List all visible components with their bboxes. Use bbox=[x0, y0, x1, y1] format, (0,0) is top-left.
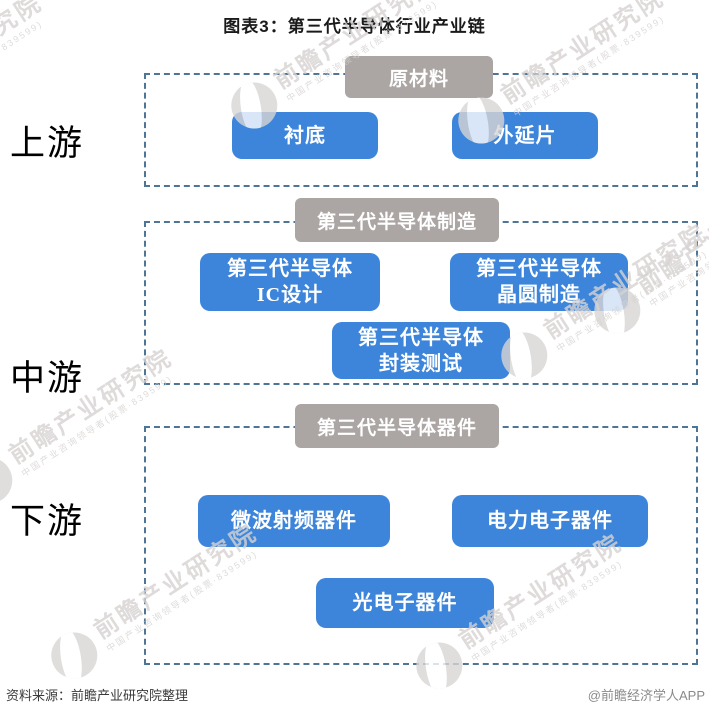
process-box-optoelectronics: 光电子器件 bbox=[316, 578, 494, 628]
process-box-microwave-rf: 微波射频器件 bbox=[198, 495, 390, 547]
process-box-substrate: 衬底 bbox=[232, 112, 378, 159]
section-header-manufacturing: 第三代半导体制造 bbox=[295, 198, 499, 242]
section-header-raw-materials: 原材料 bbox=[345, 56, 493, 98]
process-box-epitaxial-wafer: 外延片 bbox=[452, 112, 598, 159]
process-box-wafer-fab: 第三代半导体 晶圆制造 bbox=[450, 253, 628, 311]
footer-credit: @前瞻经济学人APP bbox=[587, 688, 705, 703]
brand-logo-icon bbox=[42, 623, 107, 688]
page-title: 图表3：第三代半导体行业产业链 bbox=[223, 17, 486, 36]
stage-label-upstream: 上游 bbox=[10, 124, 85, 163]
footer-source: 资料来源：前瞻产业研究院整理 bbox=[6, 688, 189, 703]
process-box-packaging-testing: 第三代半导体 封装测试 bbox=[332, 322, 510, 379]
process-box-power-electronics: 电力电子器件 bbox=[452, 495, 648, 547]
stage-label-midstream: 中游 bbox=[10, 359, 85, 398]
section-header-devices: 第三代半导体器件 bbox=[295, 404, 499, 448]
stage-label-downstream: 下游 bbox=[10, 502, 85, 541]
process-box-ic-design: 第三代半导体 IC设计 bbox=[200, 253, 380, 311]
